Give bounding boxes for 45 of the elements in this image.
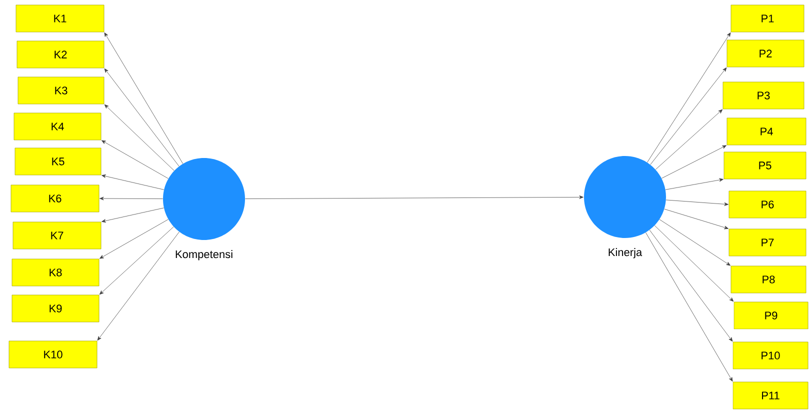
indicator-box: P11 xyxy=(732,382,808,410)
arrow xyxy=(104,68,180,166)
indicator-box: P4 xyxy=(726,118,806,146)
arrow xyxy=(666,200,728,206)
indicator-box: K10 xyxy=(8,340,98,368)
node-label: Kompetensi xyxy=(176,250,232,260)
indicator-box: P9 xyxy=(734,302,808,330)
arrow xyxy=(97,232,180,341)
arrow xyxy=(102,208,164,223)
arrow xyxy=(664,208,728,230)
indicator-box: P2 xyxy=(726,40,804,68)
arrow xyxy=(654,225,734,302)
indicator-box: K8 xyxy=(12,258,100,286)
indicator-box: P7 xyxy=(728,228,806,256)
indicator-box: P3 xyxy=(722,82,804,110)
arrow xyxy=(104,32,184,164)
arrow xyxy=(650,67,727,165)
indicator-box: P6 xyxy=(728,190,806,218)
arrow xyxy=(659,219,731,266)
arrow xyxy=(655,109,723,170)
indicator-box: K5 xyxy=(14,148,102,176)
arrow xyxy=(101,140,168,179)
arrow xyxy=(662,145,727,178)
indicator-box: K6 xyxy=(10,184,100,212)
arrow xyxy=(99,219,168,259)
indicator-box: P8 xyxy=(730,266,806,294)
indicator-box: K3 xyxy=(18,76,104,104)
arrow xyxy=(646,232,733,382)
arrow xyxy=(100,196,163,200)
indicator-box: K7 xyxy=(12,222,102,250)
indicator-box: K4 xyxy=(14,112,102,140)
indicator-box: K2 xyxy=(16,40,104,68)
arrow xyxy=(99,226,174,295)
arrow xyxy=(649,230,733,342)
node-label: Kinerja xyxy=(608,248,642,258)
indicator-box: P10 xyxy=(732,342,808,370)
indicator-box: K9 xyxy=(12,294,100,322)
indicator-box: P1 xyxy=(730,4,804,32)
arrow xyxy=(647,32,731,163)
arrow xyxy=(665,178,724,190)
arrow xyxy=(104,104,174,171)
indicator-box: K1 xyxy=(16,4,104,32)
arrow xyxy=(102,174,164,190)
indicator-box: P5 xyxy=(724,152,806,180)
arrow xyxy=(245,195,584,199)
